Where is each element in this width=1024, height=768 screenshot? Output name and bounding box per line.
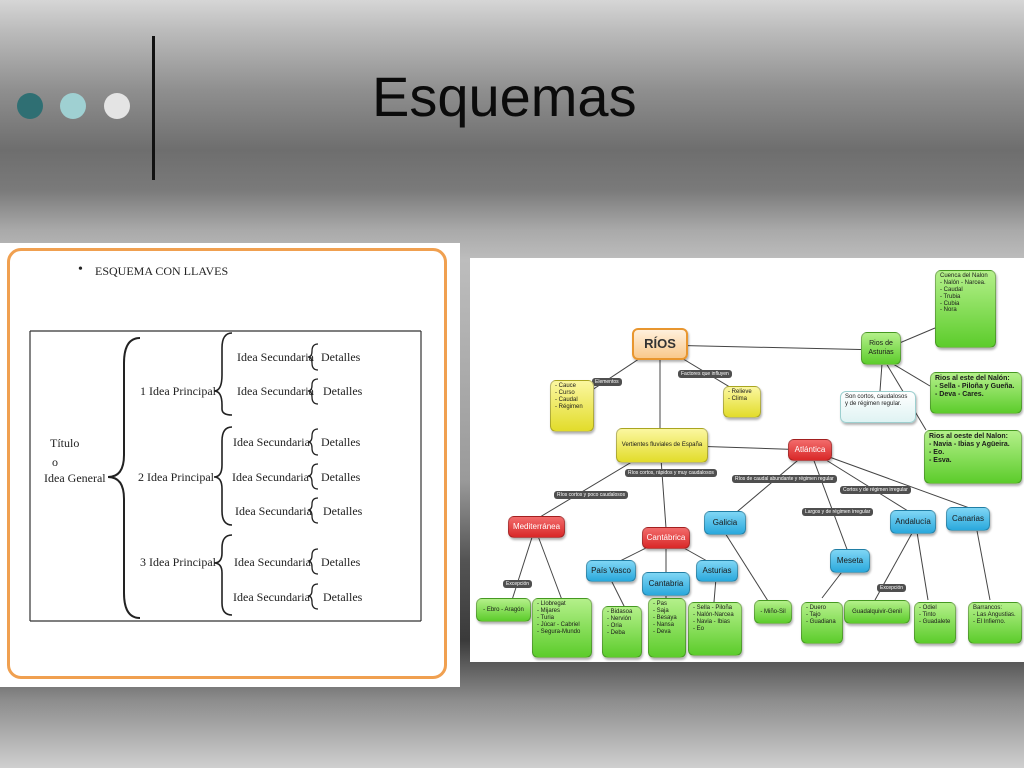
node-bidasoa[interactable]: - Bidasoa - Nervión - Oria - Deba <box>602 606 642 658</box>
node-duero[interactable]: - Duero - Tajo - Guadiana <box>801 602 843 644</box>
titulo-label: Título <box>50 436 80 450</box>
node-odiel[interactable]: - Odiel - Tinto - Guadalete <box>914 602 956 644</box>
title-divider <box>152 36 155 180</box>
bullet: • <box>78 262 83 277</box>
label-rios-cortos: Ríos cortos, rápidos y muy caudalosos <box>625 469 717 477</box>
detalles-2: Detalles <box>323 384 363 398</box>
idea-principal-3: 3 Idea Principal <box>140 555 216 569</box>
slide-title: Esquemas <box>372 65 637 128</box>
label-factores: Factores que influyen <box>678 370 732 378</box>
detalles-7: Detalles <box>323 590 363 604</box>
node-mino[interactable]: - Miño-Sil <box>754 600 792 624</box>
node-barrancos[interactable]: Barrancos: - Las Angustias. - El Infiern… <box>968 602 1022 644</box>
node-llobregat[interactable]: - Llobregat - Mijares - Turia - Júcar - … <box>532 598 592 658</box>
esquema-heading: ESQUEMA CON LLAVES <box>95 264 229 278</box>
node-cuenca-nalon[interactable]: Cuenca del Nalon - Nalón - Narcea. - Cau… <box>935 270 996 348</box>
idea-secundaria-2-1: Idea Secundaria <box>233 435 310 449</box>
dark-teal-dot <box>17 93 43 119</box>
label-elementos: Elementos <box>592 378 622 386</box>
label-excepcion-1: Excepción <box>503 580 533 588</box>
node-canarias[interactable]: Canarias <box>946 507 990 531</box>
node-meseta[interactable]: Meseta <box>830 549 870 573</box>
idea-principal-2: 2 Idea Principal <box>138 470 214 484</box>
node-pas[interactable]: - Pas - Saja - Besaya - Nansa - Deva <box>648 598 686 658</box>
light-teal-dot <box>60 93 86 119</box>
idea-secundaria-2-3: Idea Secundaria <box>235 504 312 518</box>
esquema-braces <box>29 330 422 622</box>
node-relieve-list[interactable]: - Relieve - Clima <box>723 386 761 418</box>
gray-dot <box>104 93 130 119</box>
node-cantabria[interactable]: Cantabria <box>642 572 690 596</box>
label-cortos-irregular: Cortos y de régimen irregular <box>840 486 911 494</box>
label-largos-irregular: Largos y de régimen irregular <box>802 508 874 516</box>
mapa-rios-panel: Elementos Factores que influyen Ríos cor… <box>470 258 1024 662</box>
detalles-6: Detalles <box>321 555 361 569</box>
detalles-3: Detalles <box>321 435 361 449</box>
node-cantabrica[interactable]: Cantábrica <box>642 527 690 549</box>
idea-secundaria-3-2: Idea Secundaria <box>233 590 310 604</box>
label-excepcion-2: Excepción <box>877 584 907 592</box>
idea-secundaria-1-1: Idea Secundaria <box>237 350 314 364</box>
idea-principal-1: 1 Idea Principal <box>140 384 216 398</box>
node-elementos-list[interactable]: - Cauce - Curso - Caudal - Régimen <box>550 380 594 432</box>
node-ebro[interactable]: - Ebro - Aragón <box>476 598 531 622</box>
node-andalucia[interactable]: Andalucía <box>890 510 936 534</box>
detalles-4: Detalles <box>321 470 361 484</box>
node-mediterranea[interactable]: Mediterránea <box>508 516 565 538</box>
esquema-llaves-panel: • ESQUEMA CON LLAVES Título o Idea Gener… <box>0 243 460 687</box>
node-rios-oeste[interactable]: Rios al oeste del Nalon: - Navia - Ibias… <box>924 430 1022 484</box>
node-pais-vasco[interactable]: País Vasco <box>586 560 636 582</box>
node-galicia[interactable]: Galicia <box>704 511 746 535</box>
detalles-1: Detalles <box>321 350 361 364</box>
node-vertientes[interactable]: Vertientes fluviales de España <box>616 428 708 463</box>
node-rios-este[interactable]: Rios al este del Nalón: - Sella - Piloña… <box>930 372 1022 414</box>
detalles-5: Detalles <box>323 504 363 518</box>
node-guadalquivir[interactable]: Guadalquivir-Genil <box>844 600 910 624</box>
idea-general-label: Idea General <box>44 471 106 485</box>
o-label: o <box>52 455 58 469</box>
idea-secundaria-3-1: Idea Secundaria <box>234 555 311 569</box>
node-asturias[interactable]: Asturias <box>696 560 738 582</box>
idea-secundaria-1-2: Idea Secundaria <box>237 384 314 398</box>
node-son-cortos[interactable]: Son cortos, caudalosos y de régimen regu… <box>840 391 916 423</box>
label-poco-caudalosos: Ríos cortos y poco caudalosos <box>554 491 629 499</box>
node-atlantica[interactable]: Atlántica <box>788 439 832 461</box>
label-caudal-abundante: Ríos de caudal abundante y régimen regul… <box>732 475 837 483</box>
node-rios[interactable]: RÍOS <box>632 328 688 360</box>
esquema-frame <box>7 248 447 679</box>
node-rios-asturias[interactable]: Rios de Asturias <box>861 332 901 365</box>
node-sella[interactable]: - Sella - Piloña - Nalón-Narcea - Navia … <box>688 602 742 656</box>
idea-secundaria-2-2: Idea Secundaria <box>232 470 309 484</box>
